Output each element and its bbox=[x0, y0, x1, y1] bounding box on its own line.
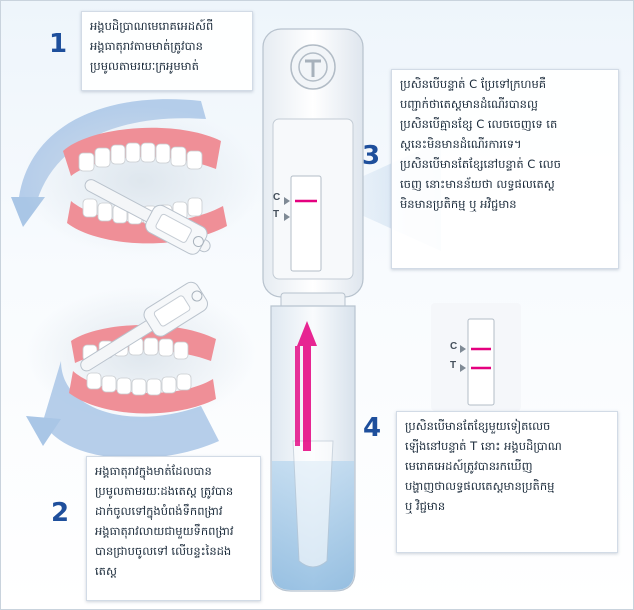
test-device bbox=[262, 28, 364, 312]
step-2-text: អង្គធាតុរាវក្នុងមាត់ដែលបាន ប្រមូលតាមរយៈដ… bbox=[86, 456, 261, 601]
test-line-label: T bbox=[273, 209, 280, 220]
test-stick-top bbox=[84, 179, 211, 255]
step-3-text: ប្រសិនបើបន្ទាត់ C ប្រែទៅក្រហមគឺ បញ្ជាក់ថ… bbox=[391, 69, 619, 269]
collection-pad bbox=[292, 440, 334, 568]
lower-mouth-illustration bbox=[26, 281, 256, 459]
arrow-head-bottom bbox=[26, 416, 61, 446]
upper-mouth-illustration bbox=[11, 99, 261, 256]
step-4-text: ប្រសិនបើមានតែខ្សែមួយទៀតលេច ឡើងនៅបន្ទាត់ … bbox=[396, 411, 618, 553]
zoom-test-label: T bbox=[450, 360, 457, 371]
zoom-control-label: C bbox=[450, 341, 458, 352]
zoom-result-window bbox=[431, 303, 521, 411]
step-1-number: 1 bbox=[48, 29, 68, 59]
step-2-number: 2 bbox=[50, 498, 70, 528]
test-stick-bottom bbox=[80, 281, 209, 372]
step-3-number: 3 bbox=[361, 141, 381, 171]
control-line-label: C bbox=[273, 192, 281, 203]
zoom-window-frame bbox=[467, 318, 495, 406]
result-window bbox=[290, 175, 322, 272]
upward-flow-arrow bbox=[297, 321, 317, 451]
circular-arrow-bottom bbox=[43, 361, 219, 459]
step-1-text: អង្គបដិប្រាណមេរោគអេដស៍ពី អង្គធាតុរាវតាមម… bbox=[81, 11, 253, 91]
buffer-tube bbox=[270, 305, 356, 592]
step-4-number: 4 bbox=[362, 413, 382, 443]
flow-strip bbox=[295, 346, 300, 446]
